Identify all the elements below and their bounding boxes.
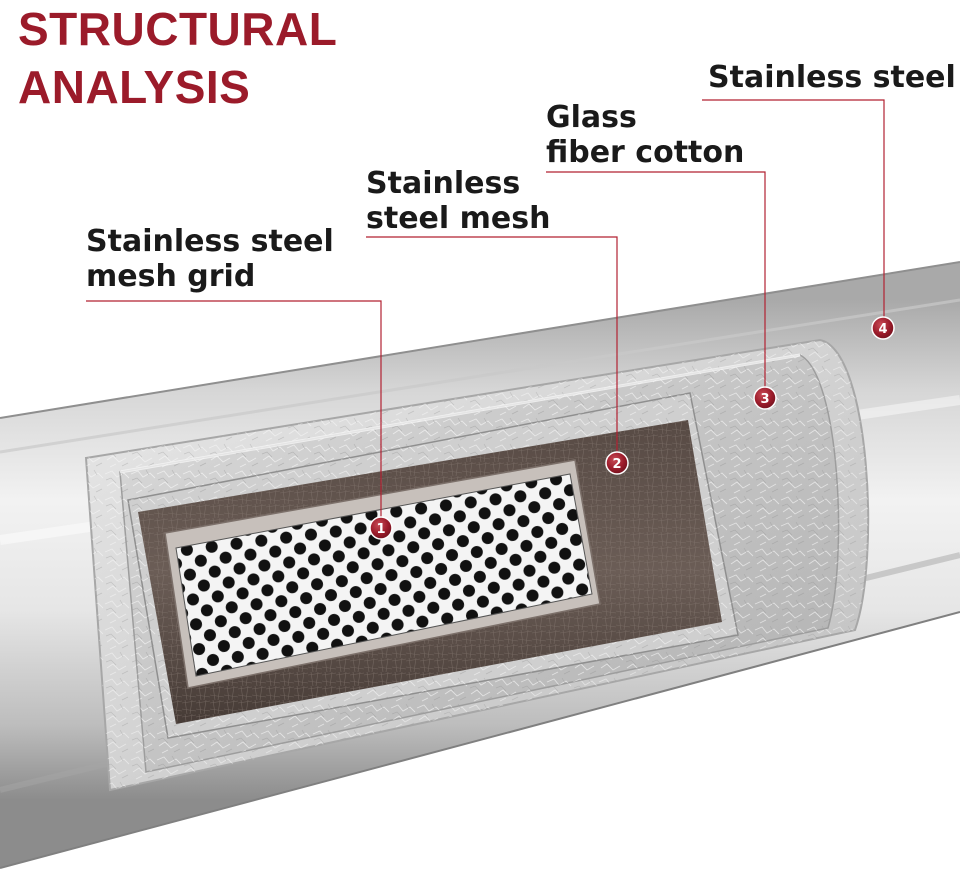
badge-3-number: 3	[760, 392, 769, 407]
label-layer-2-line-1: Stainless	[366, 166, 521, 201]
leader-line-1	[86, 300, 382, 518]
leader-line-4	[702, 99, 885, 318]
leader-line-3	[546, 171, 766, 388]
page-title: STRUCTURAL ANALYSIS	[18, 0, 337, 116]
badge-4: 4	[871, 316, 895, 340]
label-layer-3-line-1: Glass	[546, 100, 637, 135]
badge-1: 1	[369, 516, 393, 540]
label-layer-3-line-2: fiber cotton	[546, 135, 745, 170]
layer-1-perforated-grid	[175, 473, 593, 677]
label-layer-1-line-2: mesh grid	[86, 259, 256, 294]
badge-3: 3	[753, 386, 777, 410]
badge-4-number: 4	[878, 322, 887, 337]
badge-2-number: 2	[612, 457, 621, 472]
badge-1-number: 1	[376, 522, 385, 537]
page-title-line-2: ANALYSIS	[18, 61, 251, 113]
label-layer-2: Stainless steel mesh	[366, 166, 550, 236]
label-layer-1-line-1: Stainless steel	[86, 224, 334, 259]
leader-line-2	[366, 236, 618, 452]
label-layer-1: Stainless steel mesh grid	[86, 224, 334, 294]
label-layer-2-line-2: steel mesh	[366, 201, 551, 236]
leader-lines	[86, 99, 885, 518]
label-layer-4: Stainless steel	[708, 60, 956, 95]
page-title-line-1: STRUCTURAL	[18, 3, 338, 55]
badge-2: 2	[605, 451, 629, 475]
label-layer-4-line-1: Stainless steel	[708, 60, 956, 95]
label-layer-3: Glass fiber cotton	[546, 100, 744, 170]
